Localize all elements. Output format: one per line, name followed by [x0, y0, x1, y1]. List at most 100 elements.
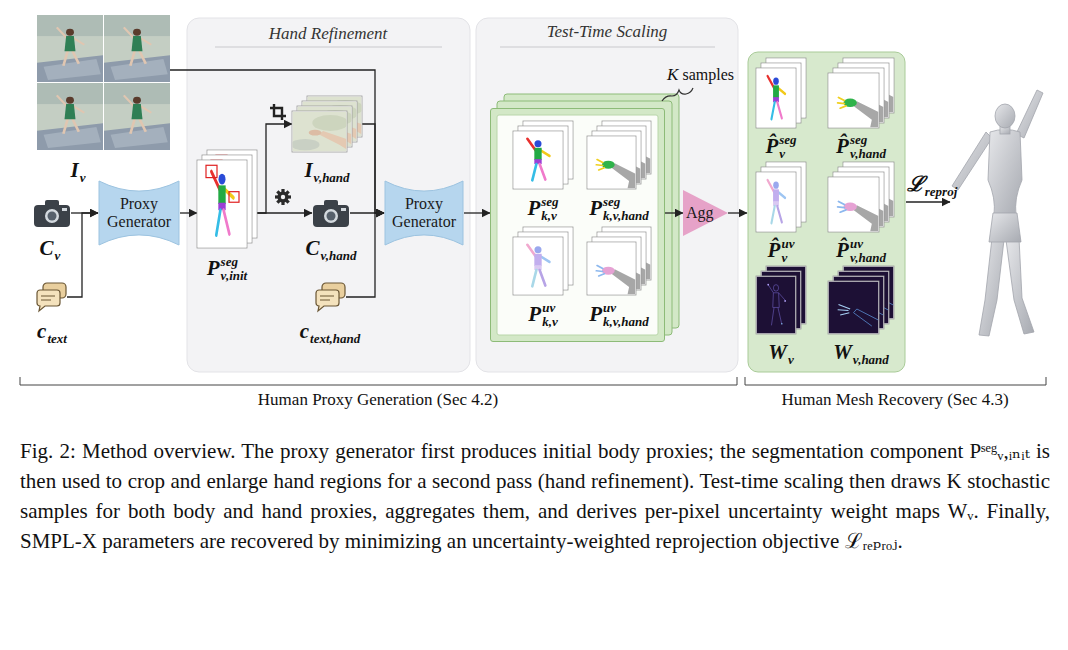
weight-map-art — [756, 276, 796, 334]
math-label: ctext,hand — [300, 315, 361, 345]
math-superscript: seg — [850, 133, 886, 147]
math-scripts: segv — [779, 133, 796, 160]
math-scripts: v — [55, 235, 61, 262]
math-gap — [310, 318, 360, 332]
aggregator-label: Agg — [686, 204, 714, 222]
math-label: Iv,hand — [304, 154, 349, 184]
math-subscript: v — [781, 251, 794, 265]
input-image-grid-art — [37, 83, 103, 150]
math-subscript: text,hand — [310, 332, 360, 346]
hand-proxy-map: Puvk,v,hand — [587, 227, 651, 295]
math-label: Wv,hand — [833, 336, 889, 366]
gear-icon — [281, 195, 285, 199]
math-subscript: k,v,hand — [603, 315, 649, 329]
hand-crop-stack: Iv,hand — [292, 96, 362, 152]
aggregated-hand-map-art — [829, 74, 879, 128]
math-superscript: seg — [221, 255, 248, 269]
math-subscript: v,hand — [853, 353, 889, 367]
math-base: P̂ — [768, 240, 781, 261]
text-prompt-icon: ctext,hand — [314, 282, 346, 312]
aggregated-hand-map-art — [828, 162, 894, 232]
human-mesh — [1006, 238, 1034, 334]
count-word: samples — [682, 66, 734, 83]
math-superscript: seg — [603, 195, 649, 209]
math-label: ℒreproj — [907, 168, 958, 198]
aggregated-map: P̂uvv — [756, 162, 806, 232]
proxy-generator-art — [99, 181, 179, 245]
segmentation-stack-art — [197, 150, 257, 248]
aggregator-triangle: Agg — [683, 190, 728, 236]
hand-crop-stack-art — [292, 96, 362, 152]
math-scripts: text — [47, 318, 67, 345]
section-label: Human Proxy Generation (Sec 4.2) — [258, 390, 498, 410]
hand-proxy-map-art — [587, 227, 651, 295]
math-subscript: v,hand — [314, 171, 350, 185]
math-subscript: reproj — [925, 185, 958, 199]
stage-panel: Test-Time ScalingKsamplesPsegk,vPsegk,v,… — [476, 18, 738, 372]
proxy-generator: Proxy Generator — [98, 180, 180, 246]
stage-panels — [187, 18, 470, 372]
section-brackets — [20, 377, 1046, 385]
math-base: C — [40, 238, 54, 259]
samples-brace — [662, 88, 693, 101]
math-subscript: v,hand — [850, 147, 886, 161]
weight-map-art — [756, 266, 806, 334]
hand-crop-stack-art — [291, 112, 349, 152]
count-symbol: K — [667, 65, 678, 84]
segmentation-stack-art — [206, 165, 217, 177]
math-base: I — [304, 160, 312, 181]
aggregated-hand-map-art — [829, 178, 879, 232]
math-subscript: v,hand — [850, 251, 886, 265]
math-scripts: uvv — [781, 237, 794, 264]
math-superscript: seg — [779, 133, 796, 147]
camera-icon-art — [45, 200, 59, 207]
human-mesh — [995, 104, 1015, 128]
proxy-map-art — [514, 238, 563, 295]
math-label: Psegv,init — [207, 252, 247, 282]
math-label: P̂uvv,hand — [836, 234, 886, 264]
math-scripts: uvk,v — [542, 301, 558, 328]
box-label: Proxy Generator — [388, 195, 460, 232]
aggregated-map-art — [756, 162, 806, 232]
math-gap — [321, 235, 357, 249]
camera-icon-art — [48, 212, 57, 221]
math-superscript: seg — [541, 195, 558, 209]
math-base: P̂ — [836, 240, 849, 261]
input-image-grid-art — [37, 15, 103, 82]
math-scripts: v — [788, 339, 794, 366]
math-base: P — [207, 258, 220, 279]
math-label: Cv — [40, 232, 61, 262]
math-label: Wv — [768, 336, 793, 366]
aggregated-map-art — [757, 69, 796, 128]
weight-map: Wv — [756, 266, 806, 334]
aggregated-map-art — [756, 68, 796, 128]
camera-icon: Cv,hand — [312, 198, 350, 228]
aggregate-arrow — [728, 212, 747, 213]
text-prompt-icon-art — [35, 282, 67, 312]
math-scripts: reproj — [925, 171, 958, 198]
math-base: P — [528, 304, 541, 325]
hand-proxy-map-art — [587, 242, 636, 295]
proxy-map-art — [514, 132, 563, 189]
hand-proxy-map-art — [587, 136, 636, 189]
camera-icon-art — [34, 205, 70, 227]
math-scripts: v,hand — [314, 157, 350, 184]
math-base: I — [71, 160, 79, 181]
math-scripts: segk,v,hand — [603, 195, 649, 222]
aggregated-hand-map: P̂segv,hand — [828, 58, 894, 128]
math-label: Psegk,v,hand — [589, 192, 649, 222]
math-label: P̂uvv — [768, 234, 795, 264]
math-superscript: uv — [781, 237, 794, 251]
hand-proxy-map-art — [587, 121, 651, 189]
math-label: P̂segv,hand — [836, 130, 886, 160]
gear-icon — [275, 189, 291, 205]
connector-arrow — [180, 212, 197, 213]
proxy-map-art — [513, 227, 573, 295]
input-image-grid: Iv — [37, 15, 170, 150]
section-brackets — [20, 377, 737, 385]
hand-weight-map: Wv,hand — [828, 266, 894, 334]
math-subscript: v,init — [221, 269, 248, 283]
sample-stack-layers — [497, 94, 679, 335]
proxy-generator: Proxy Generator — [384, 180, 464, 246]
